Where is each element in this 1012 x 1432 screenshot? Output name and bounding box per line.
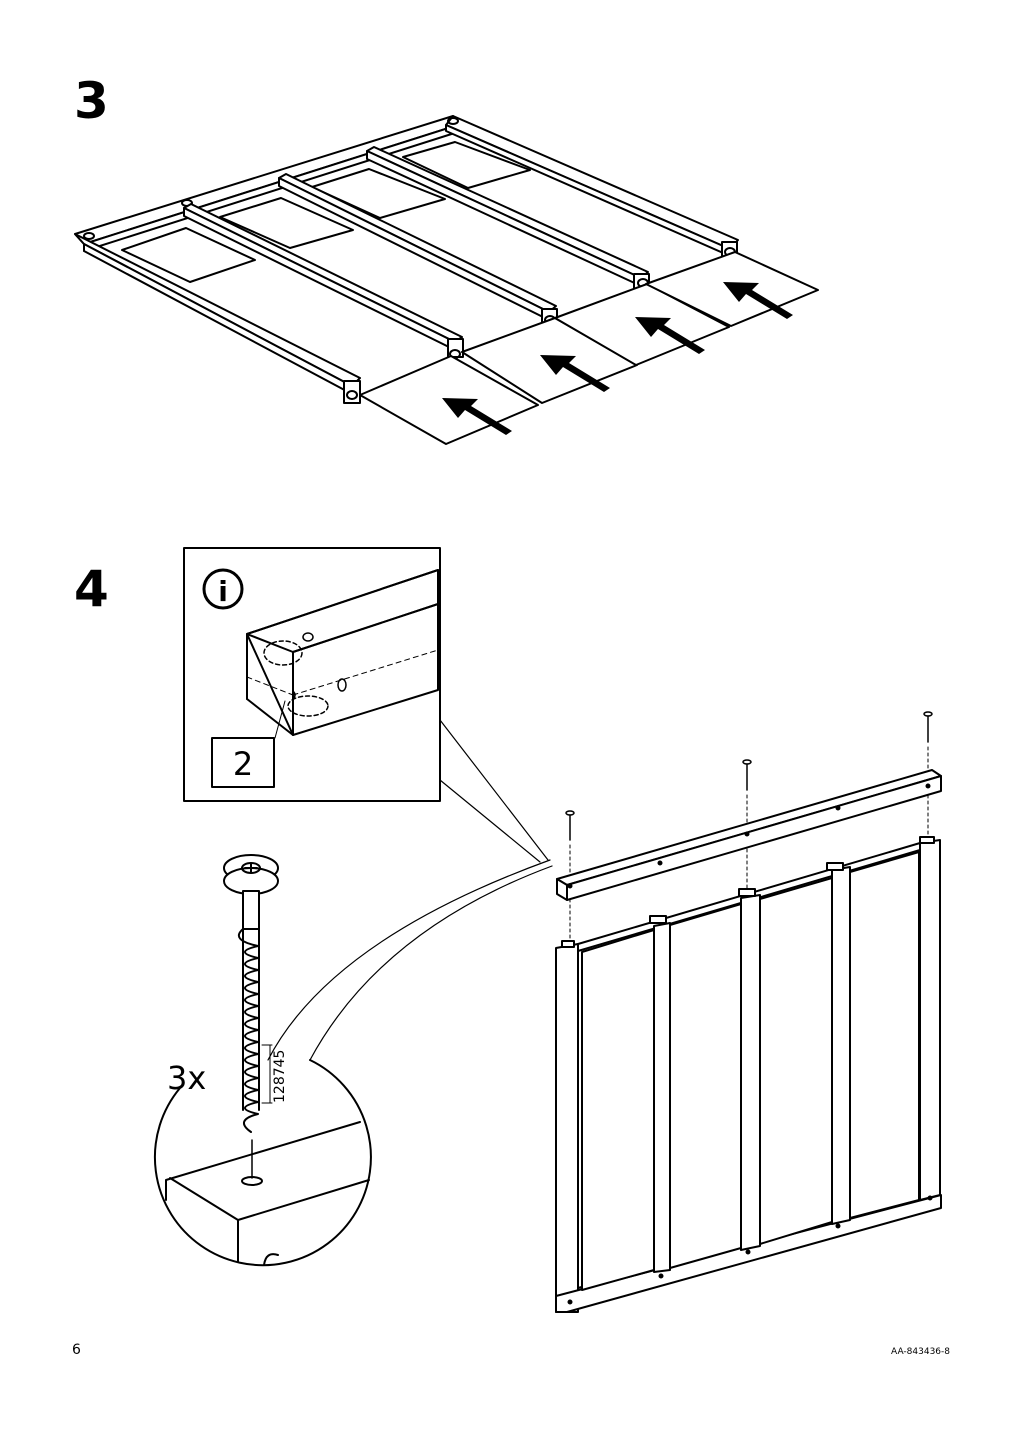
- step3-frame-diagram: [74, 115, 819, 445]
- document-code: AA-843436-8: [891, 1347, 950, 1357]
- headboard-assembly: [555, 711, 942, 1313]
- quantity-box-label: 2: [233, 745, 253, 783]
- info-callout: [183, 547, 441, 802]
- page-number: 6: [72, 1342, 81, 1358]
- screw-quantity: 3x: [167, 1059, 206, 1097]
- screw-detail: [153, 854, 553, 1267]
- step-3-number: 3: [74, 72, 109, 130]
- info-icon: i: [218, 575, 228, 608]
- screw-part-number: 128745: [272, 1050, 288, 1103]
- step-4-number: 4: [74, 560, 109, 618]
